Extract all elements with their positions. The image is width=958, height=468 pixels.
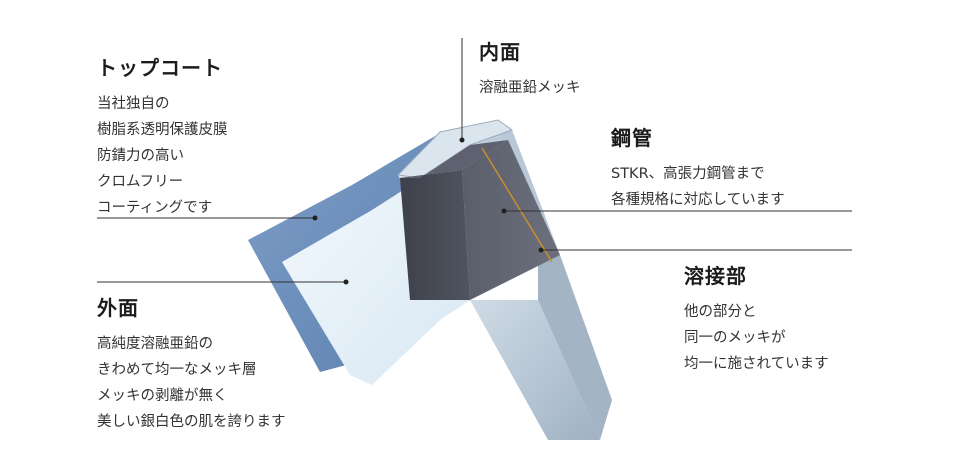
leader-dot-outer bbox=[343, 279, 349, 285]
pipe-lower-front-face bbox=[470, 300, 600, 440]
inner-line: 溶融亜鉛メッキ bbox=[479, 80, 581, 96]
inner-label: 内面 溶融亜鉛メッキ bbox=[479, 36, 581, 101]
weld-line: 他の部分と bbox=[684, 304, 757, 320]
inner-title: 内面 bbox=[479, 40, 521, 64]
pipe-title: 鋼管 bbox=[611, 126, 653, 150]
pipe-line: 各種規格に対応しています bbox=[611, 192, 785, 208]
leader-dot-inner bbox=[459, 137, 465, 143]
outer-line: 美しい銀白色の肌を誇ります bbox=[97, 414, 286, 430]
outer-line: きわめて均一なメッキ層 bbox=[97, 362, 257, 378]
outer-title: 外面 bbox=[97, 296, 139, 320]
top-coat-line: 当社独自の bbox=[97, 96, 170, 112]
weld-title: 溶接部 bbox=[684, 264, 747, 288]
pipe-lower-side-face bbox=[538, 255, 612, 440]
top-coat-label: トップコート 当社独自の 樹脂系透明保護皮膜 防錆力の高い クロムフリー コーテ… bbox=[97, 52, 228, 221]
outer-line: メッキの剥離が無く bbox=[97, 388, 228, 404]
pipe-label: 鋼管 STKR、高張力鋼管まで 各種規格に対応しています bbox=[611, 122, 785, 213]
top-coat-title: トップコート bbox=[97, 56, 223, 80]
weld-line: 均一に施されています bbox=[684, 356, 829, 372]
steel-side-face bbox=[462, 140, 560, 300]
top-coat-line: 樹脂系透明保護皮膜 bbox=[97, 122, 228, 138]
weld-seam-line bbox=[481, 147, 553, 263]
leader-dot-pipe bbox=[501, 208, 507, 214]
top-coat-line: 防錆力の高い bbox=[97, 148, 184, 164]
leader-dot-top-coat bbox=[312, 215, 318, 221]
weld-label: 溶接部 他の部分と 同一のメッキが 均一に施されています bbox=[684, 260, 829, 377]
outer-label: 外面 高純度溶融亜鉛の きわめて均一なメッキ層 メッキの剥離が無く 美しい銀白色… bbox=[97, 292, 286, 435]
pipe-line: STKR、高張力鋼管まで bbox=[611, 166, 765, 182]
steel-front-face bbox=[400, 170, 470, 300]
top-coat-line: クロムフリー bbox=[97, 174, 184, 190]
steel-top-edge bbox=[400, 140, 508, 178]
weld-line: 同一のメッキが bbox=[684, 330, 786, 346]
top-coat-line: コーティングです bbox=[97, 200, 213, 216]
outer-line: 高純度溶融亜鉛の bbox=[97, 336, 213, 352]
leader-dot-weld bbox=[538, 247, 544, 253]
